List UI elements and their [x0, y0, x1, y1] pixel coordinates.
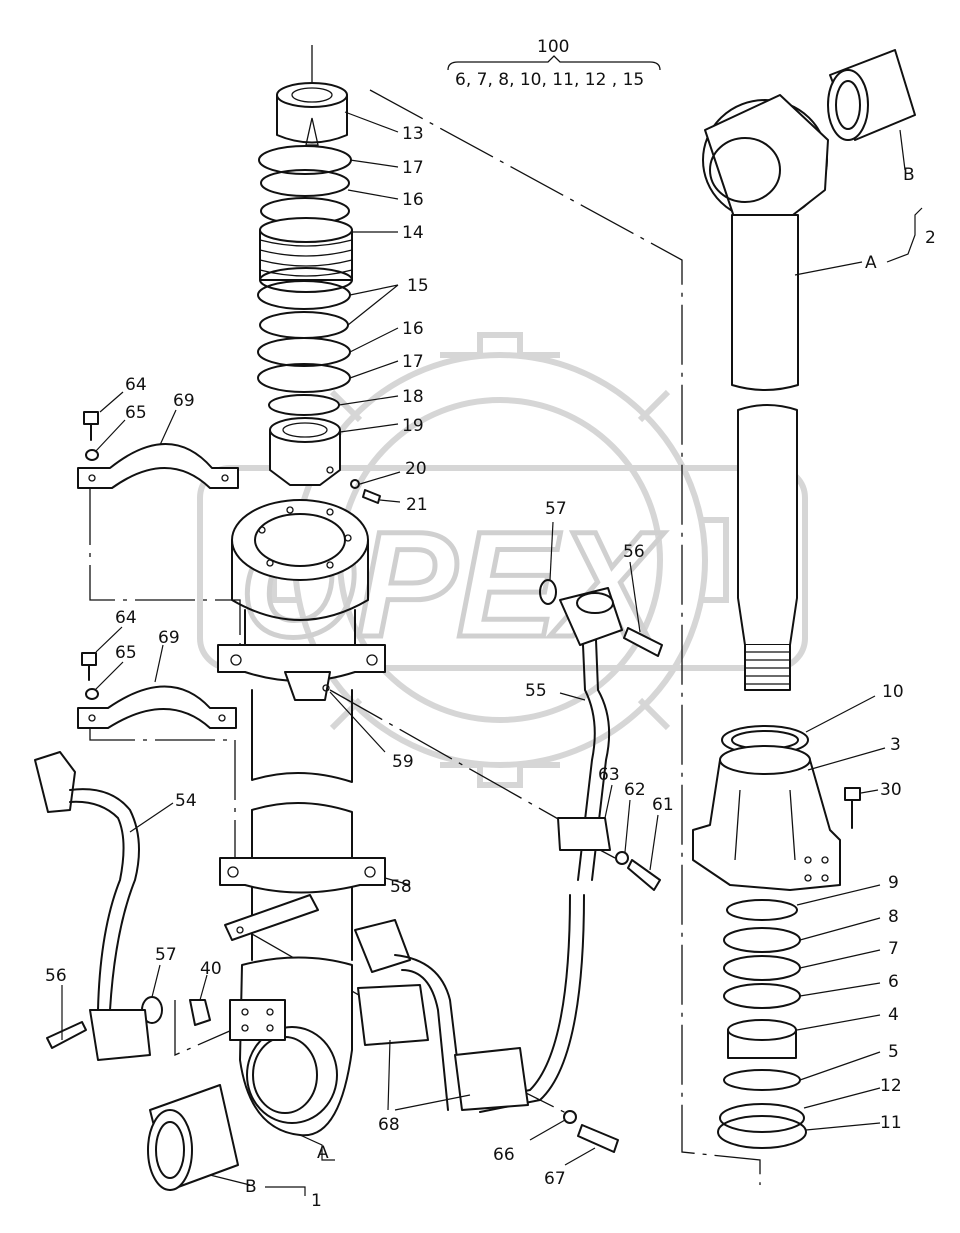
- callout-64: 64: [115, 608, 137, 628]
- callout-5: 5: [888, 1042, 899, 1062]
- callout-55: 55: [525, 681, 547, 701]
- callout-62: 62: [624, 780, 646, 800]
- callout-68: 68: [378, 1115, 400, 1135]
- callout-B: B: [245, 1177, 257, 1197]
- callout-19: 19: [402, 416, 424, 436]
- callout-14: 14: [402, 223, 424, 243]
- callout-30: 30: [880, 780, 902, 800]
- callout-65: 65: [125, 403, 147, 423]
- callout-3: 3: [890, 735, 901, 755]
- callout-B: B: [903, 165, 915, 185]
- callout-17: 17: [402, 158, 424, 178]
- kit-header: 100 6, 7, 8, 10, 11, 12 , 15: [447, 37, 661, 90]
- callout-9: 9: [888, 873, 899, 893]
- callout-17: 17: [402, 352, 424, 372]
- callout-21: 21: [406, 495, 428, 515]
- cylinder-tube: [141, 499, 386, 1191]
- piston-stack: [257, 82, 381, 504]
- callout-18: 18: [402, 387, 424, 407]
- leader-lines: [61, 111, 923, 1196]
- callout-65: 65: [115, 643, 137, 663]
- callout-8: 8: [888, 907, 899, 927]
- callout-66: 66: [493, 1145, 515, 1165]
- callout-57: 57: [545, 499, 567, 519]
- callout-6: 6: [888, 972, 899, 992]
- callout-A: A: [865, 253, 877, 273]
- callout-12: 12: [880, 1076, 902, 1096]
- pipes: [34, 579, 663, 1153]
- callout-15: 15: [407, 276, 429, 296]
- callout-16: 16: [402, 190, 424, 210]
- callout-54: 54: [175, 791, 197, 811]
- callout-16: 16: [402, 319, 424, 339]
- callout-labels: 13 17 16 14 15 16 17 18 19 20 21 64 65 6…: [45, 124, 936, 1211]
- callout-56: 56: [45, 966, 67, 986]
- rod-assembly: [692, 49, 916, 1149]
- callout-67: 67: [544, 1169, 566, 1189]
- callout-20: 20: [405, 459, 427, 479]
- callout-A: A: [317, 1143, 329, 1163]
- callout-2: 2: [925, 228, 936, 248]
- callout-58: 58: [390, 877, 412, 897]
- callout-13: 13: [402, 124, 424, 144]
- callout-63: 63: [598, 765, 620, 785]
- callout-40: 40: [200, 959, 222, 979]
- callout-69: 69: [173, 391, 195, 411]
- callout-10: 10: [882, 682, 904, 702]
- callout-11: 11: [880, 1113, 902, 1133]
- clamp-halves-69: [77, 411, 239, 729]
- callout-7: 7: [888, 939, 899, 959]
- callout-1: 1: [311, 1191, 322, 1211]
- callout-4: 4: [888, 1005, 899, 1025]
- kit-parts: 6, 7, 8, 10, 11, 12 , 15: [455, 70, 644, 90]
- callout-69: 69: [158, 628, 180, 648]
- callout-56: 56: [623, 542, 645, 562]
- kit-number: 100: [537, 37, 569, 57]
- callout-57: 57: [155, 945, 177, 965]
- callout-61: 61: [652, 795, 674, 815]
- callout-64: 64: [125, 375, 147, 395]
- callout-59: 59: [392, 752, 414, 772]
